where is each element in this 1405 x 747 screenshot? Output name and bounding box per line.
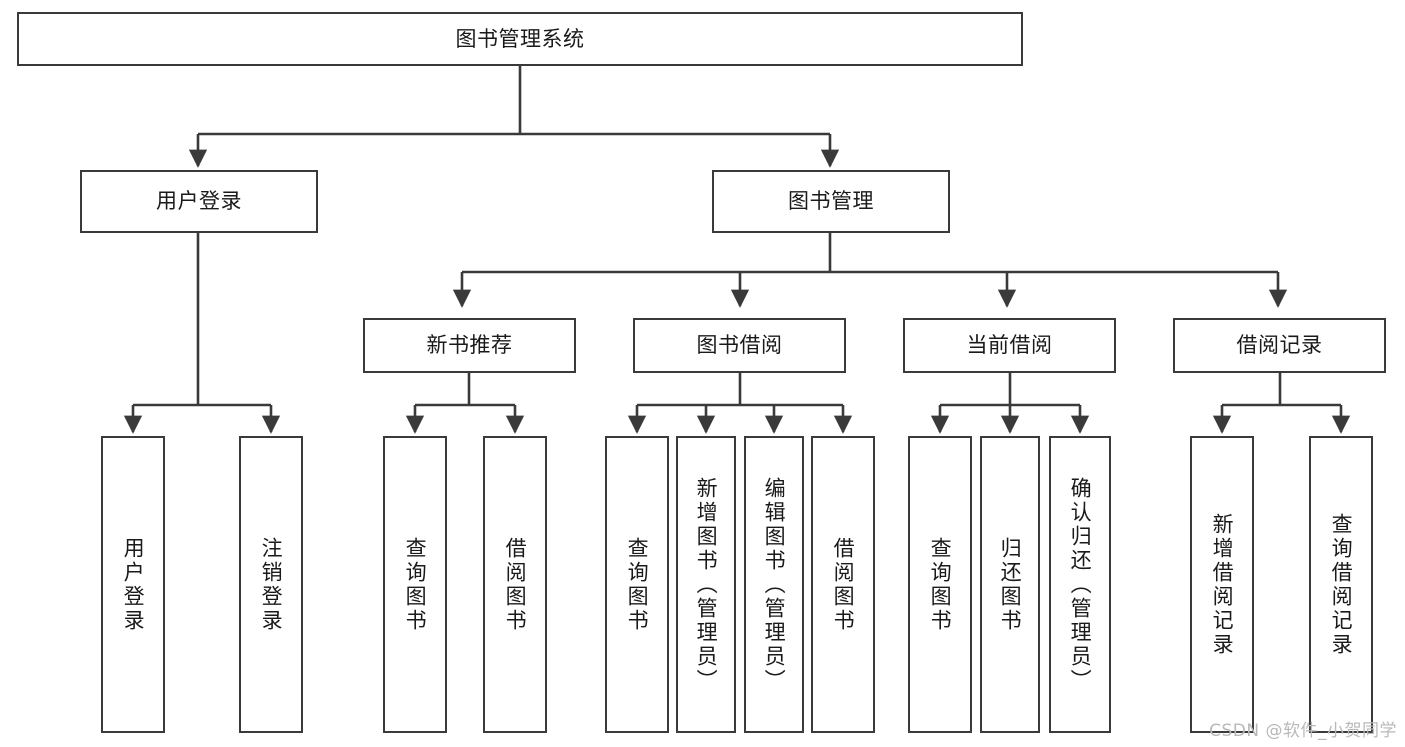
node-leaf-borrow-book-2-label: 借阅图书: [831, 536, 856, 633]
node-book-borrow[interactable]: 图书借阅: [633, 318, 846, 373]
node-leaf-logout[interactable]: 注销登录: [239, 436, 303, 733]
node-book-manage[interactable]: 图书管理: [712, 170, 950, 233]
node-leaf-query-book-2[interactable]: 查询图书: [605, 436, 669, 733]
node-leaf-query-book-2-label: 查询图书: [625, 536, 650, 633]
node-leaf-edit-book-label: 编辑图书（管理员）: [762, 476, 787, 693]
node-user-login[interactable]: 用户登录: [80, 170, 318, 233]
node-new-book-recommend[interactable]: 新书推荐: [363, 318, 576, 373]
node-leaf-confirm-return[interactable]: 确认归还（管理员）: [1049, 436, 1111, 733]
node-leaf-add-book-label: 新增图书（管理员）: [694, 476, 719, 693]
node-leaf-query-record[interactable]: 查询借阅记录: [1309, 436, 1373, 733]
node-leaf-edit-book[interactable]: 编辑图书（管理员）: [744, 436, 804, 733]
node-leaf-add-record-label: 新增借阅记录: [1210, 512, 1235, 657]
node-leaf-borrow-book-1-label: 借阅图书: [503, 536, 528, 633]
node-new-book-recommend-label: 新书推荐: [426, 333, 513, 358]
node-leaf-query-book-1[interactable]: 查询图书: [383, 436, 447, 733]
node-leaf-borrow-book-1[interactable]: 借阅图书: [483, 436, 547, 733]
node-current-borrow[interactable]: 当前借阅: [903, 318, 1116, 373]
node-root-label: 图书管理系统: [455, 26, 585, 51]
node-current-borrow-label: 当前借阅: [966, 333, 1053, 358]
node-leaf-return-book[interactable]: 归还图书: [980, 436, 1040, 733]
node-leaf-return-book-label: 归还图书: [998, 536, 1023, 633]
node-leaf-user-login[interactable]: 用户登录: [101, 436, 165, 733]
node-root[interactable]: 图书管理系统: [17, 12, 1023, 66]
node-leaf-confirm-return-label: 确认归还（管理员）: [1068, 476, 1093, 693]
node-leaf-user-login-label: 用户登录: [121, 536, 146, 633]
node-borrow-record[interactable]: 借阅记录: [1173, 318, 1386, 373]
node-leaf-add-book[interactable]: 新增图书（管理员）: [676, 436, 736, 733]
node-leaf-logout-label: 注销登录: [259, 536, 284, 633]
node-leaf-query-book-1-label: 查询图书: [403, 536, 428, 633]
watermark: CSDN @软件_小贺同学: [1209, 721, 1397, 741]
node-leaf-query-book-3[interactable]: 查询图书: [908, 436, 972, 733]
node-leaf-borrow-book-2[interactable]: 借阅图书: [811, 436, 875, 733]
node-user-login-label: 用户登录: [156, 189, 242, 214]
node-borrow-record-label: 借阅记录: [1236, 333, 1323, 358]
node-leaf-add-record[interactable]: 新增借阅记录: [1190, 436, 1254, 733]
node-book-borrow-label: 图书借阅: [696, 333, 783, 358]
node-book-manage-label: 图书管理: [788, 189, 874, 214]
node-leaf-query-book-3-label: 查询图书: [928, 536, 953, 633]
node-leaf-query-record-label: 查询借阅记录: [1329, 512, 1354, 657]
